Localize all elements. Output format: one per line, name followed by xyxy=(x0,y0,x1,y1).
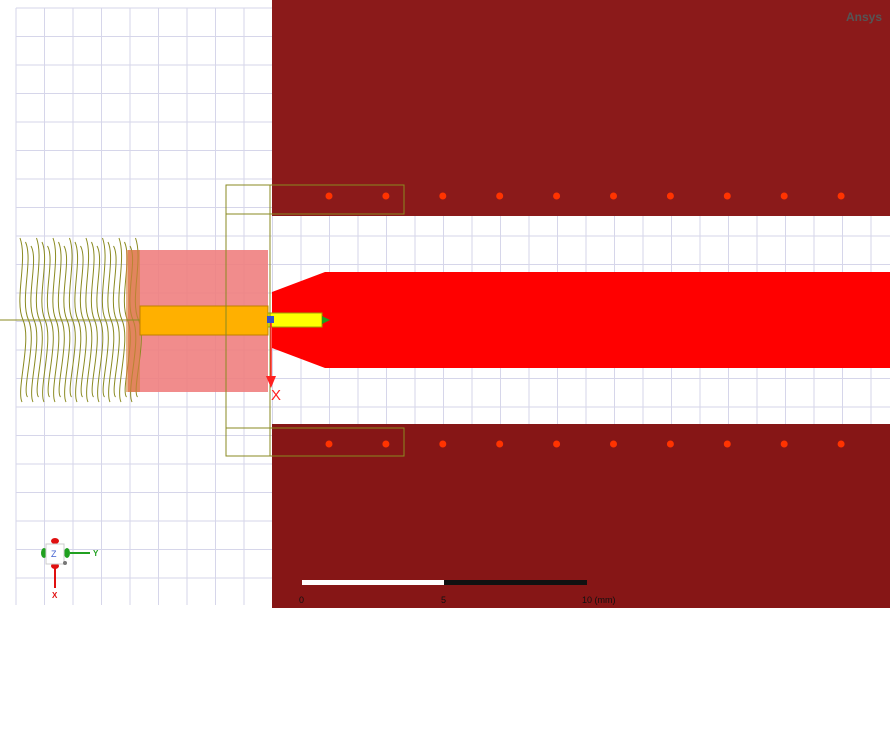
ground-plane-top xyxy=(272,0,890,216)
via xyxy=(666,192,674,200)
via xyxy=(780,192,788,200)
via xyxy=(553,192,561,200)
via xyxy=(496,440,504,448)
coil-turn xyxy=(68,237,76,398)
connector-pin xyxy=(139,305,269,336)
connector-flange xyxy=(126,250,140,392)
via xyxy=(496,192,504,200)
via xyxy=(439,192,447,200)
via xyxy=(325,440,333,448)
local-y-arrow-icon xyxy=(322,316,330,324)
via xyxy=(610,440,617,448)
coil-turn xyxy=(101,237,109,398)
scale-bar-white xyxy=(302,580,444,585)
scale-bar-black xyxy=(444,580,587,585)
ansys-logo: Ansys xyxy=(846,10,883,24)
via xyxy=(780,440,788,448)
via xyxy=(723,192,731,200)
scale-label-0: 0 xyxy=(299,595,305,605)
via xyxy=(837,440,845,448)
probe-feed xyxy=(267,312,323,328)
via xyxy=(610,192,617,200)
via xyxy=(439,440,447,448)
triad xyxy=(41,538,90,588)
via xyxy=(553,440,561,448)
triad-z-label: Z xyxy=(51,549,57,559)
local-x-label: X xyxy=(271,387,282,404)
local-x-arrow-icon xyxy=(266,376,276,388)
ground-plane-bottom xyxy=(272,424,890,608)
signal-trace xyxy=(272,272,890,368)
triad-y-label: Y xyxy=(93,549,99,558)
via xyxy=(666,440,674,448)
coil-turn xyxy=(35,237,43,398)
local-origin-icon xyxy=(267,316,274,323)
via xyxy=(382,192,390,200)
via xyxy=(325,192,333,200)
via-row xyxy=(325,192,845,448)
triad-x-label: X xyxy=(52,591,58,600)
scale-label-5: 5 xyxy=(441,595,447,605)
via xyxy=(382,440,390,448)
via xyxy=(723,440,731,448)
scale-label-10: 10 (mm) xyxy=(582,595,616,605)
via xyxy=(837,192,845,200)
